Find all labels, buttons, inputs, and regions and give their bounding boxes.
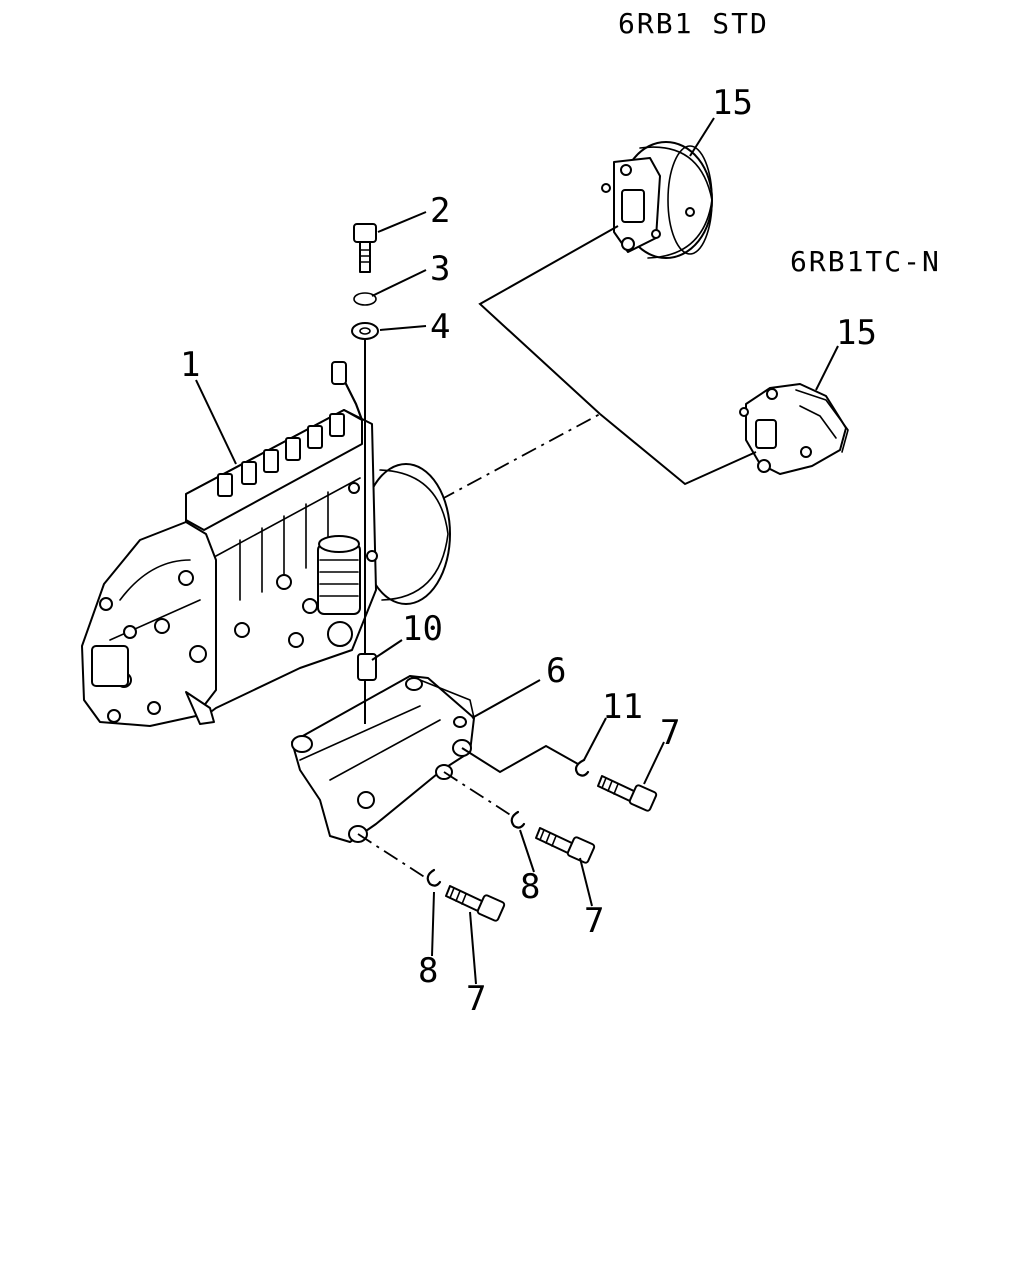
part-10-collar <box>357 653 377 681</box>
part-6-bracket <box>291 675 475 843</box>
callout-4: 4 <box>430 307 450 347</box>
callout-10: 10 <box>402 609 443 649</box>
variant-label-tc: 6RB1TC-N <box>790 245 941 278</box>
callout-7-lower: 7 <box>466 979 486 1019</box>
axis-line-upper <box>461 744 579 774</box>
part-3-lock-washer <box>353 292 377 306</box>
axis-line-middle <box>443 771 513 817</box>
part-15-std-coupling <box>601 141 713 259</box>
callout-7-upper: 7 <box>660 713 680 753</box>
callout-8-lower: 8 <box>418 951 438 991</box>
part-11-lock-washer <box>574 758 590 777</box>
callout-15-std: 15 <box>712 83 753 123</box>
delivery-valves <box>217 413 345 497</box>
part-7-bolt-upper <box>597 775 658 812</box>
part-7-bolt-middle <box>535 827 596 864</box>
callout-7-middle: 7 <box>584 901 604 941</box>
callout-6: 6 <box>546 651 566 691</box>
callout-15-tc: 15 <box>836 313 877 353</box>
alignment-lines <box>439 225 757 501</box>
callout-1: 1 <box>180 345 200 385</box>
part-8-lock-washer-lower <box>426 868 442 887</box>
callout-3: 3 <box>430 249 450 289</box>
leader-lines <box>195 117 839 985</box>
callout-2: 2 <box>430 191 450 231</box>
part-4-washer <box>351 322 379 340</box>
part-8-lock-washer-middle <box>510 810 526 829</box>
callout-8-middle: 8 <box>520 867 540 907</box>
part-7-bolt-lower <box>445 885 506 922</box>
part-15-tc-coupling <box>739 383 849 475</box>
axis-line-lower <box>357 833 427 879</box>
part-2-bolt <box>353 223 377 273</box>
callout-11: 11 <box>602 687 643 727</box>
variant-label-std: 6RB1 STD <box>618 7 769 40</box>
part-1-injection-pump <box>81 361 451 727</box>
callouts: 15 15 2 3 4 1 10 6 11 7 8 7 8 7 <box>180 83 877 1019</box>
